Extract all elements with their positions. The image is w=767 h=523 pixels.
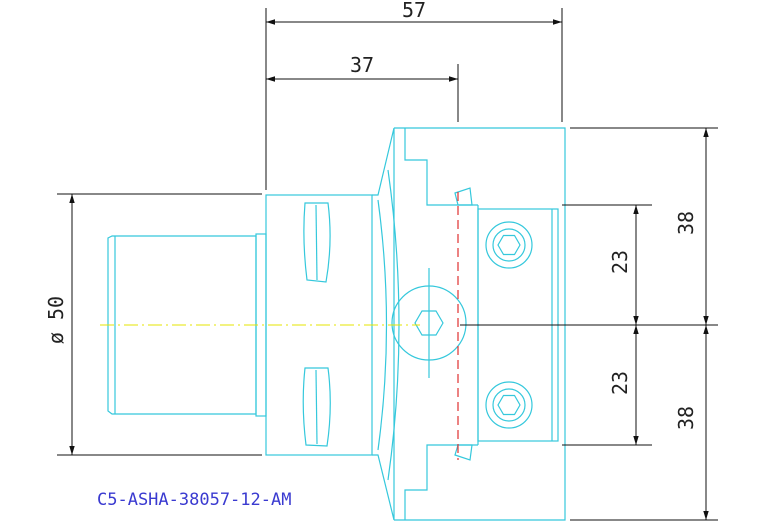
lower-screw-inner — [492, 388, 526, 422]
dim-23-upper-label: 23 — [608, 250, 632, 274]
upper-slot — [303, 202, 331, 283]
lower-slot — [302, 367, 331, 447]
dim-38-upper-label: 38 — [674, 211, 698, 235]
upper-screw-inner — [492, 228, 526, 262]
dim-57-label: 57 — [402, 0, 426, 22]
lower-slot-center — [315, 369, 318, 445]
lower-wedge — [454, 444, 473, 461]
upper-wedge — [454, 187, 473, 206]
head-step-upper — [404, 128, 478, 206]
upper-screw-hex — [497, 234, 521, 256]
upper-slot-center — [315, 204, 318, 281]
part-outline — [107, 127, 566, 521]
dim-38-lower-label: 38 — [674, 406, 698, 430]
dimensions — [57, 8, 718, 521]
flange-curve — [377, 199, 388, 451]
head-outline — [394, 127, 566, 521]
head-step-lower — [404, 444, 478, 520]
lower-screw-outer — [485, 381, 533, 429]
dim-23-lower-label: 23 — [608, 371, 632, 395]
upper-screw-outer — [485, 221, 533, 269]
part-number-label: C5-ASHA-38057-12-AM — [97, 490, 291, 510]
clamp-screw-hex — [414, 310, 444, 336]
dim-37-label: 37 — [350, 53, 374, 77]
flange-outline — [372, 127, 395, 521]
lower-screw-hex — [497, 394, 521, 416]
dim-50-label: ø 50 — [44, 296, 68, 344]
